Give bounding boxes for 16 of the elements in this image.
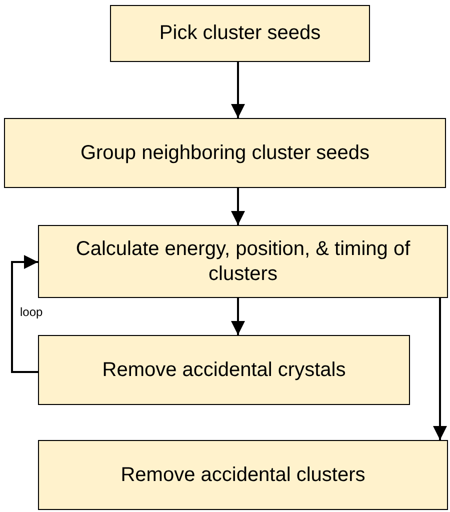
box-label: Remove accidental clusters	[120, 462, 366, 488]
arrow	[231, 298, 245, 335]
process-box	[38, 225, 448, 298]
edge-label: loop	[20, 305, 43, 319]
box-label: Remove accidental crystals	[102, 358, 346, 382]
process-box	[110, 5, 370, 62]
box-label: Calculate energy, position, & timing of clusters	[74, 236, 412, 286]
box-label: Group neighboring cluster seeds	[80, 140, 370, 166]
arrow	[231, 62, 245, 118]
arrow	[11, 255, 38, 373]
box-label: Pick cluster seeds	[159, 21, 321, 46]
process-box	[4, 118, 446, 188]
process-box	[38, 440, 448, 510]
arrow	[433, 298, 447, 440]
process-box	[38, 335, 410, 405]
arrow	[231, 188, 245, 225]
